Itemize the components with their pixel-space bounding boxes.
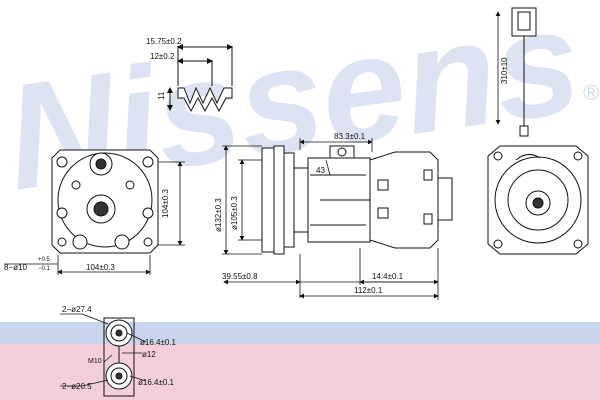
front-width-dim: 104±0.3 [86, 263, 115, 272]
connector-overall-width: 15.75±0.2 [146, 37, 182, 46]
inner-diameter-dim: ø105±0.3 [230, 196, 239, 230]
side-top-length-dim: 83.3±0.1 [334, 132, 366, 141]
thread-label: M10 [88, 358, 102, 365]
port2-size-label: 2−ø20.5 [62, 382, 92, 391]
port-detail [103, 317, 135, 397]
connector-height: 11 [157, 91, 166, 100]
mount-holes-dim: 8−ø10 [4, 263, 27, 272]
inner-diameter-label: ø12 [142, 350, 156, 359]
compressor-rear-view [487, 7, 589, 255]
pulley-diameter-dim: ø132±0.3 [214, 198, 223, 232]
front-height-dim: 104±0.3 [161, 189, 170, 218]
compressor-side-view [261, 145, 453, 255]
connector-detail [167, 44, 233, 113]
mount-tol-upper: +0.5 [38, 257, 51, 263]
connector-pitch: 12±0.2 [150, 52, 175, 61]
mount-tol-lower: −0.1 [38, 266, 51, 272]
front-offset-dim: 39.55±0.8 [222, 272, 258, 281]
registered-mark: ® [583, 80, 599, 105]
side-angle-dim: 43 [316, 166, 325, 175]
pink-band [0, 344, 600, 400]
port2-diameter-dim: ø16.4±0.1 [138, 378, 175, 387]
wire-length-dim: 310±10 [500, 57, 509, 84]
compressor-front-view [51, 149, 159, 254]
hub-dim: 14.4±0.1 [372, 272, 404, 281]
total-length-dim: 112±0.1 [354, 286, 383, 295]
port1-diameter-dim: ø16.4±0.1 [140, 338, 177, 347]
blue-band [0, 322, 600, 344]
port1-size-label: 2−ø27.4 [62, 305, 92, 314]
